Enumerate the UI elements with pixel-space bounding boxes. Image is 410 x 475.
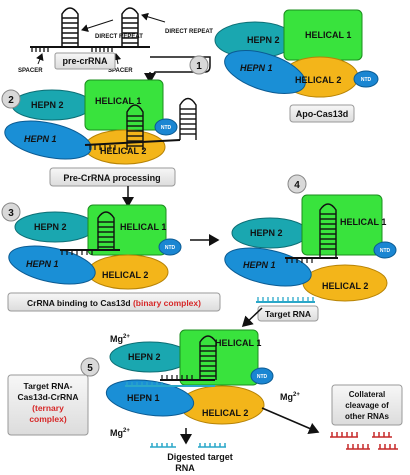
svg-text:cleavage of: cleavage of <box>345 401 389 410</box>
ternary-complex-box <box>7 374 89 436</box>
svg-text:HELICAL 1: HELICAL 1 <box>215 338 261 348</box>
svg-text:NTD: NTD <box>361 77 372 83</box>
apo-cas13d-complex: HEPN 2 HELICAL 1 HELICAL 2 HEPN 1 NTD <box>214 9 379 98</box>
step-1-badge <box>189 55 209 75</box>
svg-text:HEPN 1: HEPN 1 <box>24 134 57 144</box>
binding-label: CrRNA binding to Cas13d (binary complex) <box>27 298 201 308</box>
svg-text:other RNAs: other RNAs <box>345 412 390 421</box>
svg-text:Target RNA-: Target RNA- <box>24 381 73 391</box>
step-3-complex: HEPN 2 HELICAL 1 HELICAL 2 HEPN 1 NTD <box>8 204 182 290</box>
svg-text:complex): complex) <box>29 414 66 424</box>
ntd-domain <box>353 70 379 88</box>
svg-text:HELICAL 2: HELICAL 2 <box>295 75 341 85</box>
digested-rna-fragments <box>150 443 226 448</box>
svg-text:5: 5 <box>87 363 93 374</box>
binding-box <box>7 292 221 312</box>
svg-text:Collateral: Collateral <box>349 390 385 399</box>
svg-text:HEPN 1: HEPN 1 <box>127 393 160 403</box>
svg-text:HELICAL 1: HELICAL 1 <box>340 217 386 227</box>
mg-ion-2: Mg2+ <box>280 392 300 402</box>
step-4-complex: HEPN 2 HELICAL 1 HELICAL 2 HEPN 1 NTD <box>224 194 397 302</box>
step-2-badge <box>1 89 21 109</box>
svg-text:NTD: NTD <box>165 245 176 251</box>
hairpin-2 <box>121 7 139 47</box>
collateral-rna-fragments <box>330 432 398 450</box>
pre-crrna-structure: DIRECT REPEAT DIRECT REPEAT SPACER SPACE… <box>18 7 213 74</box>
svg-text:HEPN 2: HEPN 2 <box>250 228 283 238</box>
hairpin-1 <box>61 7 79 47</box>
svg-text:HEPN 1: HEPN 1 <box>240 63 273 73</box>
svg-text:Digested target: Digested target <box>167 452 233 462</box>
spacer-label-2: SPACER <box>108 68 133 74</box>
svg-text:HELICAL 2: HELICAL 2 <box>322 281 368 291</box>
target-rna-box <box>257 305 319 322</box>
pre-crrna-label: pre-crRNA <box>62 56 108 66</box>
svg-text:Apo-Cas13d: Apo-Cas13d <box>296 109 349 119</box>
svg-text:HEPN 1: HEPN 1 <box>243 260 276 270</box>
svg-text:HEPN 2: HEPN 2 <box>128 352 161 362</box>
direct-repeat-label-2: DIRECT REPEAT <box>165 29 213 35</box>
svg-text:HELICAL 2: HELICAL 2 <box>100 146 146 156</box>
pre-crrna-box <box>54 52 116 70</box>
svg-text:RNA: RNA <box>175 463 195 473</box>
svg-text:4: 4 <box>294 180 300 191</box>
hepn1-domain <box>224 50 306 94</box>
svg-text:Target RNA: Target RNA <box>265 309 311 319</box>
svg-text:HELICAL 2: HELICAL 2 <box>102 270 148 280</box>
svg-text:Pre-CrRNA processing: Pre-CrRNA processing <box>63 173 160 183</box>
svg-text:NTD: NTD <box>257 374 268 380</box>
mg-ion-3: Mg2+ <box>110 428 130 438</box>
svg-text:NTD: NTD <box>380 248 391 254</box>
apo-cas13d-box <box>289 104 355 123</box>
processing-box <box>49 167 176 187</box>
svg-text:Cas13d-CrRNA: Cas13d-CrRNA <box>18 392 79 402</box>
step-4-badge <box>287 174 307 194</box>
direct-repeat-label-1: DIRECT REPEAT <box>95 34 143 40</box>
svg-text:2: 2 <box>8 95 14 106</box>
step-2-complex: HEPN 2 HELICAL 1 HELICAL 2 HEPN 1 NTD <box>4 79 197 165</box>
collateral-box <box>331 384 403 426</box>
svg-text:HEPN 2: HEPN 2 <box>34 222 67 232</box>
svg-text:HELICAL 2: HELICAL 2 <box>202 408 248 418</box>
svg-text:1: 1 <box>196 61 202 72</box>
svg-text:HELICAL 1: HELICAL 1 <box>95 96 141 106</box>
step-5-complex: HEPN 2 HELICAL 1 HELICAL 2 HEPN 1 NTD <box>105 329 274 425</box>
svg-text:(ternary: (ternary <box>32 403 64 413</box>
svg-text:HELICAL 1: HELICAL 1 <box>305 30 351 40</box>
step-5-badge <box>80 357 100 377</box>
svg-text:HEPN 1: HEPN 1 <box>26 259 59 269</box>
svg-text:HEPN 2: HEPN 2 <box>247 35 280 45</box>
svg-text:HEPN 2: HEPN 2 <box>31 100 64 110</box>
svg-text:HELICAL 1: HELICAL 1 <box>120 222 166 232</box>
svg-text:3: 3 <box>8 208 14 219</box>
svg-text:NTD: NTD <box>161 125 172 131</box>
target-rna-strand <box>256 297 315 303</box>
mg-ion-1: Mg2+ <box>110 334 130 344</box>
spacer-label-1: SPACER <box>18 68 43 74</box>
step-3-badge <box>1 202 21 222</box>
